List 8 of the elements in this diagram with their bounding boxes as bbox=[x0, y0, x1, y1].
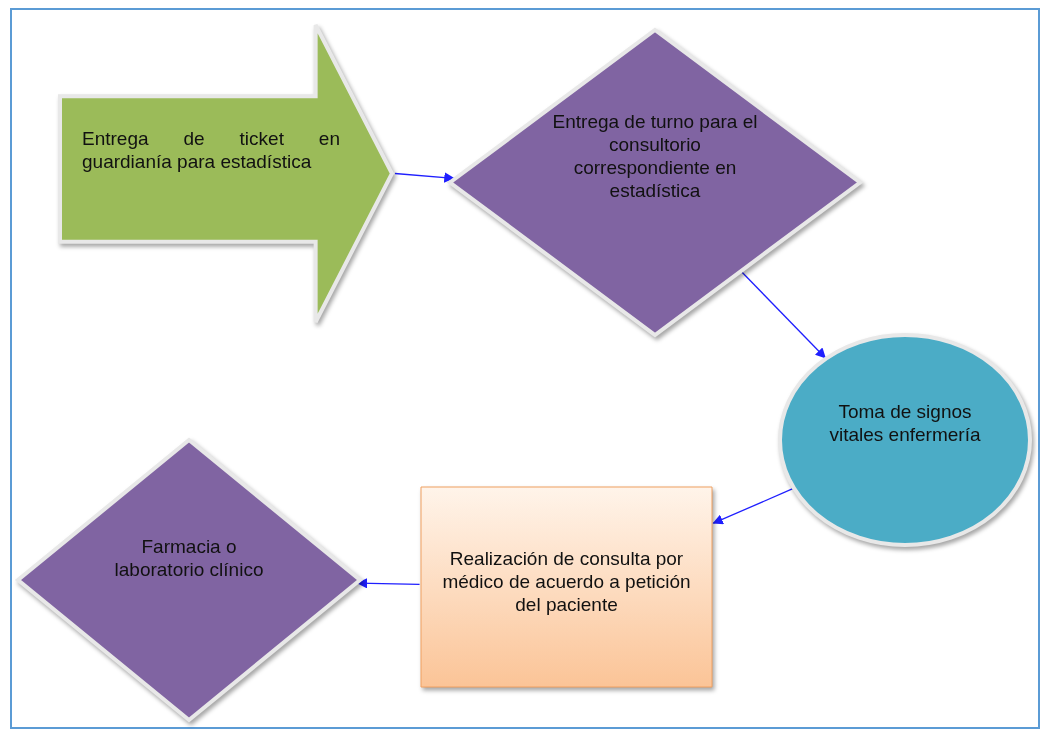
arrow bbox=[394, 172, 455, 183]
arrow bbox=[712, 488, 794, 525]
node-label: Toma de signos vitales enfermería bbox=[828, 400, 982, 446]
node-label: Entrega de turno para el consultorio correspondiente en estadística bbox=[551, 110, 759, 202]
arrow bbox=[741, 271, 826, 359]
node-label: Realización de consulta por médico de acuerdo a petición del paciente bbox=[441, 547, 692, 616]
node-label: Farmacia o laboratorio clínico bbox=[113, 535, 265, 581]
node-label: Entrega de ticket en guardianía para estadística bbox=[82, 127, 340, 173]
